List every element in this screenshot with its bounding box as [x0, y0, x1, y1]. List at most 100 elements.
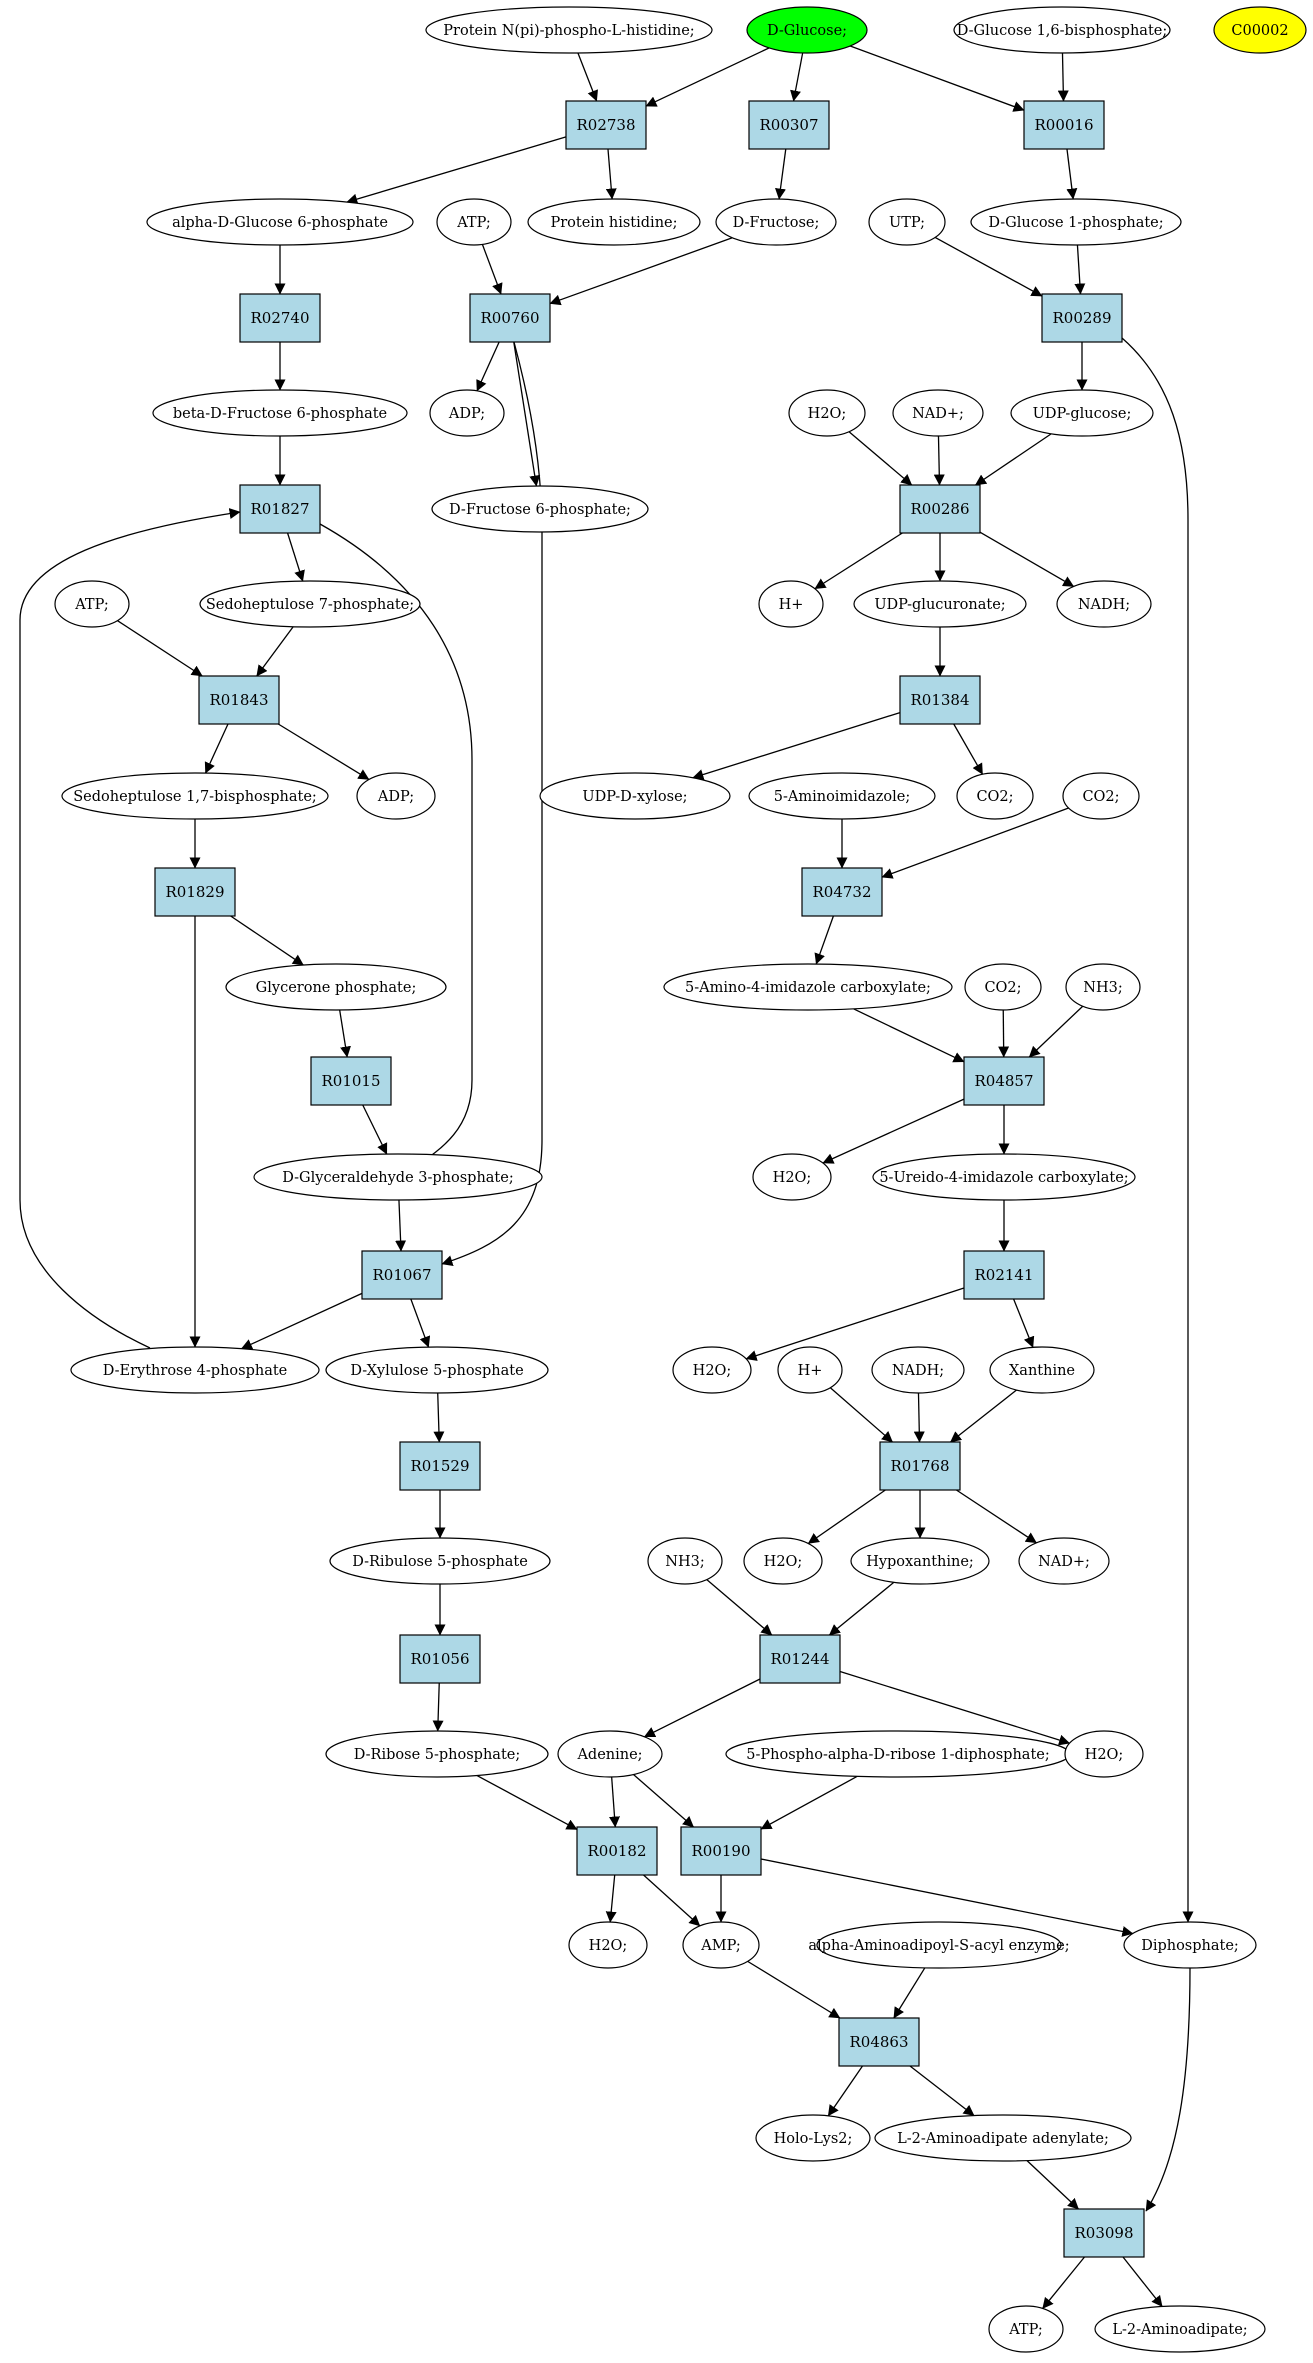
edge-c_ppi-to-r_R03098 [1145, 1967, 1191, 2212]
compound-shape [868, 198, 946, 246]
compound-node-pnphis[interactable]: Protein N(pi)-phospho-L-histidine; [425, 6, 713, 54]
compound-node-hplus2[interactable]: H+ [777, 1346, 843, 1394]
compound-node-nadh1[interactable]: NADH; [1056, 580, 1152, 628]
compound-node-xanthine[interactable]: Xanthine [989, 1346, 1095, 1394]
compound-node-l2aa[interactable]: L-2-Aminoadipate; [1094, 2305, 1266, 2353]
compound-node-hypox[interactable]: Hypoxanthine; [850, 1537, 990, 1585]
compound-node-s7p[interactable]: Sedoheptulose 7-phosphate; [199, 580, 421, 628]
compound-node-nh3-2[interactable]: NH3; [647, 1537, 723, 1585]
compound-node-adenine[interactable]: Adenine; [557, 1730, 663, 1778]
reaction-node-r01827[interactable]: R01827 [239, 484, 321, 534]
compound-node-bf6p[interactable]: beta-D-Fructose 6-phosphate [152, 389, 408, 437]
reaction-node-r01529[interactable]: R01529 [399, 1441, 481, 1491]
compound-node-hololys2[interactable]: Holo-Lys2; [755, 2114, 871, 2162]
reaction-node-r00016[interactable]: R00016 [1023, 100, 1105, 150]
compound-node-dg1p[interactable]: D-Glucose 1-phosphate; [970, 198, 1182, 246]
reaction-node-r00307[interactable]: R00307 [748, 100, 830, 150]
reaction-box [748, 100, 830, 150]
compound-node-atp2[interactable]: ATP; [54, 580, 130, 628]
compound-node-5u4ic[interactable]: 5-Ureido-4-imidazole carboxylate; [872, 1153, 1136, 1201]
compound-shape [777, 1346, 843, 1394]
compound-node-co2-2[interactable]: CO2; [1062, 772, 1140, 820]
compound-node-df6p[interactable]: D-Fructose 6-phosphate; [431, 485, 649, 533]
compound-node-dglucose[interactable]: D-Glucose; [746, 6, 868, 54]
compound-label: Diphosphate; [1141, 1938, 1239, 1954]
compound-node-co2-1[interactable]: CO2; [956, 772, 1034, 820]
reaction-node-r00760[interactable]: R00760 [469, 293, 551, 343]
compound-node-g3p[interactable]: D-Glyceraldehyde 3-phosphate; [253, 1153, 543, 1201]
edge-r_R00760-to-c_df6p [513, 341, 541, 487]
compound-node-e4p[interactable]: D-Erythrose 4-phosphate [70, 1346, 320, 1394]
reaction-label: R01768 [890, 1457, 949, 1475]
compound-node-amp[interactable]: AMP; [682, 1921, 760, 1969]
compound-node-protein-his[interactable]: Protein histidine; [527, 198, 701, 246]
compound-label: ADP; [377, 789, 414, 805]
compound-node-adp2[interactable]: ADP; [356, 772, 436, 820]
reaction-node-r00190[interactable]: R00190 [680, 1826, 762, 1876]
compound-node-gp[interactable]: Glycerone phosphate; [225, 963, 447, 1011]
compound-node-h2o4[interactable]: H2O; [743, 1537, 823, 1585]
reaction-node-r01056[interactable]: R01056 [399, 1634, 481, 1684]
reaction-node-r02740[interactable]: R02740 [239, 293, 321, 343]
compound-node-ag6p[interactable]: alpha-D-Glucose 6-phosphate [146, 198, 414, 246]
compound-node-s17bp[interactable]: Sedoheptulose 1,7-bisphosphate; [61, 772, 329, 820]
reaction-node-r04857[interactable]: R04857 [963, 1056, 1045, 1106]
compound-node-atp3[interactable]: ATP; [988, 2305, 1064, 2353]
compound-node-h2o6[interactable]: H2O; [568, 1921, 648, 1969]
reaction-box [239, 484, 321, 534]
compound-node-h2o5[interactable]: H2O; [1064, 1730, 1144, 1778]
compound-label: 5-Phospho-alpha-D-ribose 1-diphosphate; [746, 1747, 1050, 1763]
compound-node-h2o3[interactable]: H2O; [672, 1346, 752, 1394]
compound-label: Protein N(pi)-phospho-L-histidine; [443, 23, 694, 39]
compound-node-utp[interactable]: UTP; [868, 198, 946, 246]
reaction-node-r02738[interactable]: R02738 [565, 100, 647, 150]
compound-node-nad1[interactable]: NAD+; [892, 389, 984, 437]
reaction-node-r00289[interactable]: R00289 [1041, 293, 1123, 343]
reaction-node-r04863[interactable]: R04863 [838, 2017, 920, 2067]
reaction-node-r01384[interactable]: R01384 [899, 675, 981, 725]
edge-c_s7p-to-r_R01843 [256, 626, 294, 677]
reaction-node-r01768[interactable]: R01768 [879, 1441, 961, 1491]
compound-node-x5p[interactable]: D-Xylulose 5-phosphate [325, 1346, 549, 1394]
compound-node-l2aaa[interactable]: L-2-Aminoadipate adenylate; [874, 2114, 1132, 2162]
compound-node-prpp[interactable]: 5-Phospho-alpha-D-ribose 1-diphosphate; [725, 1730, 1071, 1778]
compound-node-adp1[interactable]: ADP; [429, 389, 505, 437]
compound-node-nadh2[interactable]: NADH; [871, 1346, 965, 1394]
compound-node-dfructose[interactable]: D-Fructose; [715, 198, 837, 246]
reaction-node-r01829[interactable]: R01829 [154, 867, 236, 917]
reaction-node-r04732[interactable]: R04732 [801, 867, 883, 917]
compound-node-atp1[interactable]: ATP; [436, 198, 512, 246]
edge-c_hypox-to-r_R01244 [828, 1581, 895, 1636]
reaction-label: R04863 [849, 2033, 908, 2051]
compound-shape [1094, 2305, 1266, 2353]
compound-node-nad2[interactable]: NAD+; [1018, 1537, 1110, 1585]
reaction-node-r00286[interactable]: R00286 [899, 484, 981, 534]
compound-node-udpglc[interactable]: UDP-glucose; [1010, 389, 1154, 437]
reaction-node-r02141[interactable]: R02141 [963, 1250, 1045, 1300]
compound-node-aapse[interactable]: alpha-Aminoadipoyl-S-acyl enzyme; [808, 1921, 1070, 1969]
compound-node-hplus1[interactable]: H+ [758, 580, 824, 628]
reaction-node-r03098[interactable]: R03098 [1063, 2208, 1145, 2258]
compound-node-5ai[interactable]: 5-Aminoimidazole; [748, 772, 936, 820]
compound-node-ru5p[interactable]: D-Ribulose 5-phosphate [329, 1537, 551, 1585]
compound-node-5a4ic[interactable]: 5-Amino-4-imidazole carboxylate; [663, 963, 953, 1011]
compound-node-co2-3[interactable]: CO2; [964, 963, 1042, 1011]
compound-shape [1064, 1730, 1144, 1778]
compound-node-ppi[interactable]: Diphosphate; [1123, 1921, 1257, 1969]
edge-r_R02141-to-c_h2o3 [745, 1287, 965, 1361]
compound-node-nh3-1[interactable]: NH3; [1065, 963, 1141, 1011]
compound-node-c00002[interactable]: C00002 [1213, 6, 1307, 54]
reaction-node-r01015[interactable]: R01015 [310, 1056, 392, 1106]
edge-r_R04857-to-c_h2o2 [822, 1098, 965, 1164]
compound-node-h2o1[interactable]: H2O; [788, 389, 866, 437]
reaction-node-r00182[interactable]: R00182 [576, 1826, 658, 1876]
compound-node-udpxyl[interactable]: UDP-D-xylose; [539, 772, 731, 820]
compound-node-udpglcA[interactable]: UDP-glucuronate; [853, 580, 1027, 628]
compound-node-r5p[interactable]: D-Ribose 5-phosphate; [325, 1730, 549, 1778]
compound-node-h2o2[interactable]: H2O; [752, 1153, 832, 1201]
reaction-node-r01843[interactable]: R01843 [198, 675, 280, 725]
reaction-node-r01067[interactable]: R01067 [361, 1250, 443, 1300]
reaction-node-r01244[interactable]: R01244 [759, 1634, 841, 1684]
compound-node-dg16bp[interactable]: D-Glucose 1,6-bisphosphate; [953, 6, 1171, 54]
reaction-label: R02740 [250, 309, 309, 327]
